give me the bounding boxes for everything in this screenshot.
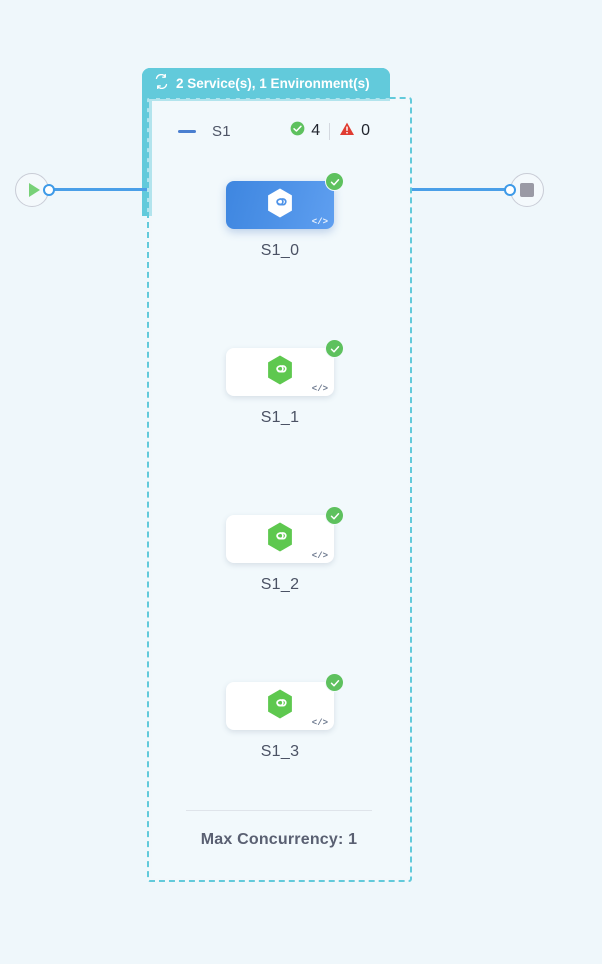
footer-divider — [186, 810, 372, 811]
stop-icon — [520, 183, 534, 197]
hexagon-infinity-icon — [263, 186, 297, 225]
service-node-label: S1_0 — [260, 242, 300, 259]
code-icon: </> — [311, 551, 328, 561]
check-circle-icon — [325, 506, 344, 525]
status-success: 4 — [290, 121, 320, 141]
group-header-bar[interactable]: 2 Service(s), 1 Environment(s) — [142, 68, 390, 98]
sync-icon — [154, 73, 169, 92]
error-count: 0 — [361, 122, 370, 139]
service-node-card[interactable]: </> — [226, 673, 344, 730]
edge-group-to-end — [411, 188, 506, 191]
service-node-0[interactable]: </> S1_0 — [226, 172, 344, 260]
end-node-input-handle[interactable] — [504, 184, 516, 196]
success-count: 4 — [311, 122, 321, 139]
service-node-card[interactable]: </> — [226, 339, 344, 396]
code-icon: </> — [311, 718, 328, 728]
check-circle-icon — [325, 339, 344, 358]
service-node-1[interactable]: </> S1_1 — [226, 339, 344, 427]
warning-triangle-icon — [339, 121, 355, 142]
group-title-row: S1 4 — [160, 118, 400, 144]
service-node-label: S1_1 — [260, 409, 300, 426]
status-cluster: 4 0 — [290, 121, 370, 142]
hexagon-infinity-icon — [263, 353, 297, 392]
service-node-label: S1_2 — [260, 576, 300, 593]
status-error: 0 — [339, 121, 370, 142]
code-icon: </> — [311, 384, 328, 394]
group-header-label: 2 Service(s), 1 Environment(s) — [176, 75, 370, 91]
hexagon-infinity-icon — [263, 687, 297, 726]
minus-icon[interactable] — [178, 129, 196, 133]
service-node-3[interactable]: </> S1_3 — [226, 673, 344, 761]
play-icon — [28, 183, 40, 197]
code-icon: </> — [311, 217, 328, 227]
start-node-output-handle[interactable] — [43, 184, 55, 196]
group-title-label: S1 — [212, 122, 231, 140]
service-group-inner-surface — [152, 101, 408, 878]
status-divider — [329, 122, 331, 140]
check-circle-icon — [325, 172, 344, 191]
check-circle-icon — [290, 121, 305, 141]
service-node-2[interactable]: </> S1_2 — [226, 506, 344, 594]
edge-start-to-group — [52, 188, 147, 191]
check-circle-icon — [325, 673, 344, 692]
group-footer: Max Concurrency: 1 — [186, 810, 372, 849]
service-node-card[interactable]: </> — [226, 506, 344, 563]
service-node-label: S1_3 — [260, 743, 300, 760]
hexagon-infinity-icon — [263, 520, 297, 559]
max-concurrency-label: Max Concurrency: 1 — [200, 831, 358, 848]
service-node-card[interactable]: </> — [226, 172, 344, 229]
